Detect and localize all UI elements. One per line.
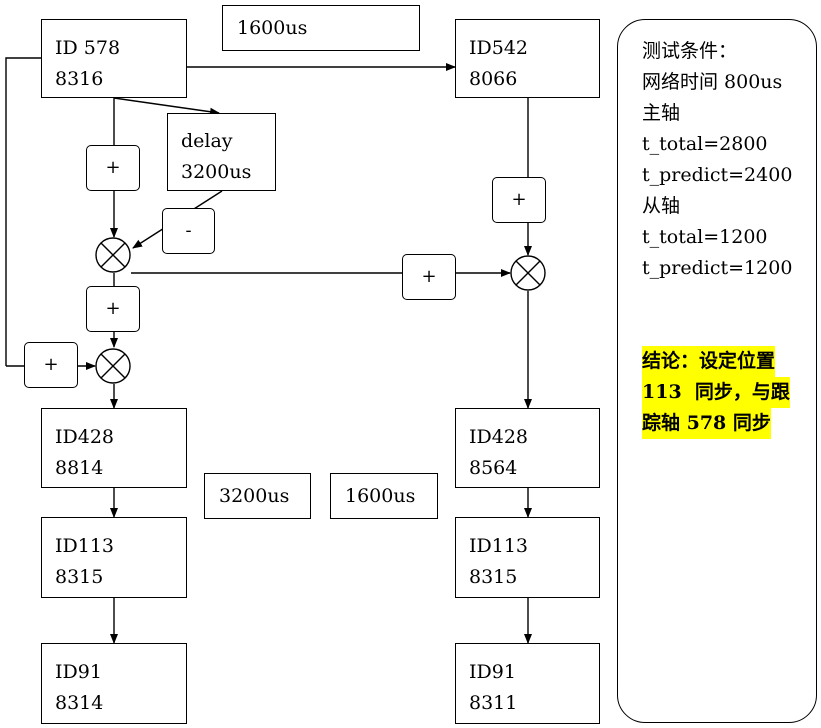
time-label-middle-left: 3200us (204, 473, 311, 519)
block-id113-right: ID113 8315 (455, 517, 600, 598)
test-conditions-panel: 测试条件： 网络时间 800us 主轴 t_total=2800 t_predi… (617, 19, 817, 723)
conclusion-line-1: 结论：设定位置 (642, 346, 776, 377)
sign-text: + (421, 266, 437, 287)
sign-text: + (105, 298, 121, 319)
sign-text: + (43, 354, 59, 375)
block-id: ID428 (469, 426, 529, 448)
panel-spacer (642, 284, 816, 346)
block-id: ID428 (55, 426, 115, 448)
block-value: 8564 (469, 457, 518, 479)
block-value: 8315 (469, 566, 518, 588)
time-label-top-text: 1600us (237, 17, 308, 39)
block-id428-left: ID428 8814 (41, 408, 187, 488)
block-id91-right: ID91 8311 (455, 643, 600, 724)
time-label-top: 1600us (222, 5, 420, 51)
block-value: 3200us (181, 161, 252, 183)
sign-minus: - (162, 208, 215, 254)
block-id: ID91 (469, 661, 516, 683)
summing-junction-upper (95, 237, 131, 273)
slave-axis-label: 从轴 (642, 195, 681, 217)
slave-predict: t_predict=1200 (642, 257, 793, 279)
sign-left-upper-plus: + (86, 145, 140, 191)
sign-text: + (105, 157, 121, 178)
block-value: 8066 (469, 68, 518, 90)
conclusion-line-2: 113 同步，与跟 (642, 377, 790, 408)
time-label-middle-left-text: 3200us (219, 485, 290, 507)
block-value: 8314 (55, 692, 104, 714)
block-id: ID113 (55, 535, 115, 557)
sign-right-plus: + (492, 177, 546, 223)
network-time: 网络时间 800us (642, 71, 783, 93)
summing-junction-lower (95, 348, 131, 384)
summing-junction-right (510, 255, 546, 291)
sign-cross-plus: + (402, 254, 456, 300)
block-id542: ID542 8066 (455, 19, 600, 98)
sign-text: + (511, 189, 527, 210)
block-value: 8311 (469, 692, 518, 714)
block-value: 8814 (55, 457, 104, 479)
master-axis-label: 主轴 (642, 102, 681, 124)
sign-bypass-plus: + (24, 342, 78, 388)
sign-left-middle-plus: + (86, 286, 140, 332)
block-id: delay (181, 130, 233, 152)
arrow-578-to-delay (113, 97, 220, 116)
sign-text: - (185, 220, 192, 241)
time-label-middle-right: 1600us (330, 473, 438, 519)
conclusion-line-3: 踪轴 578 同步 (642, 408, 771, 439)
slave-total: t_total=1200 (642, 226, 768, 248)
master-predict: t_predict=2400 (642, 164, 793, 186)
block-id: ID91 (55, 661, 102, 683)
block-id113-left: ID113 8315 (41, 517, 187, 598)
block-id428-right: ID428 8564 (455, 408, 600, 488)
block-value: 8315 (55, 566, 104, 588)
master-total: t_total=2800 (642, 133, 768, 155)
block-value: 8316 (55, 68, 104, 90)
block-delay: delay 3200us (167, 113, 276, 191)
block-id: ID113 (469, 535, 529, 557)
block-id578: ID 578 8316 (41, 19, 187, 98)
time-label-middle-right-text: 1600us (345, 485, 416, 507)
block-id: ID 578 (55, 37, 121, 59)
bypass-line (5, 57, 41, 366)
block-id91-left: ID91 8314 (41, 643, 187, 724)
block-id: ID542 (469, 37, 529, 59)
conditions-title: 测试条件： (642, 40, 738, 62)
